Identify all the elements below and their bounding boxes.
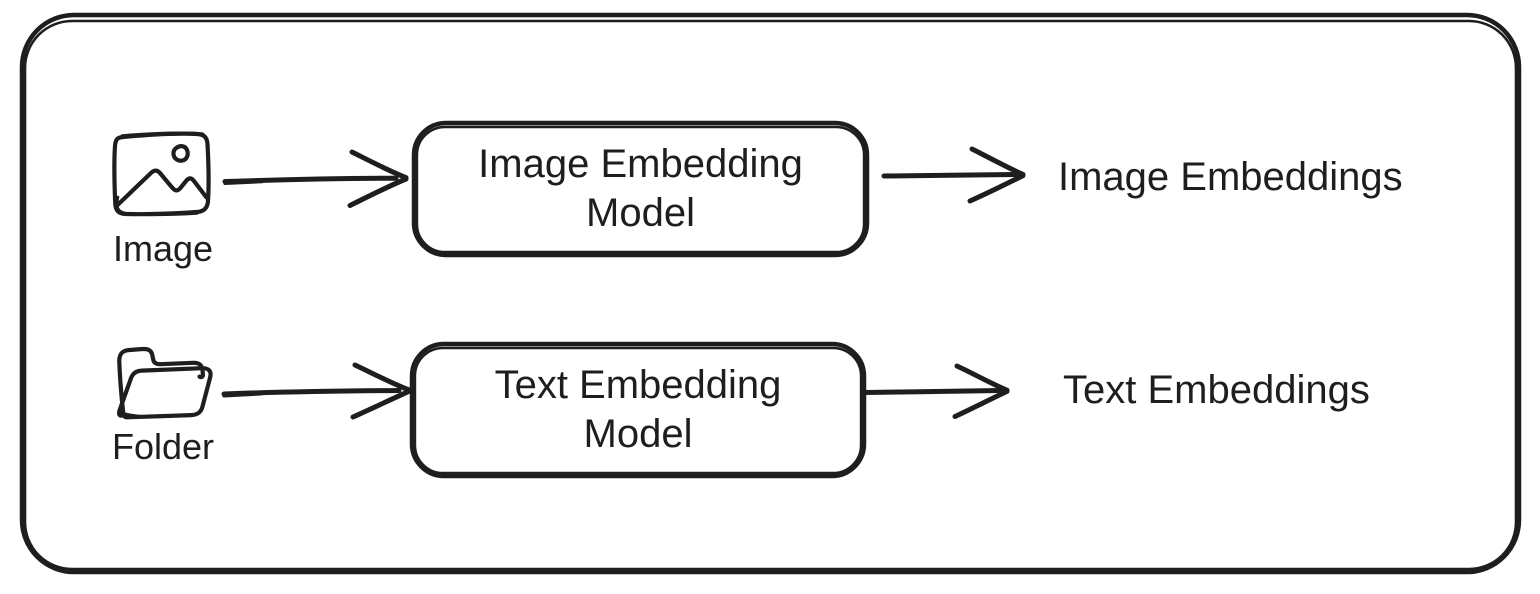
arrow-image-to-model [222, 149, 409, 208]
folder-node-label: Folder [111, 426, 215, 467]
arrow-model-to-image-embeddings [881, 146, 1026, 204]
image-embeddings-output-label: Image Embeddings [1058, 155, 1403, 199]
image-node-label: Image [112, 228, 214, 269]
outer-frame [19, 12, 1522, 575]
image-embedding-model-label: Image Embedding Model [478, 142, 803, 235]
text-embedding-model-box [409, 341, 867, 479]
arrow-model-to-text-embeddings [862, 363, 1010, 419]
text-embedding-model-label: Text Embedding Model [494, 363, 782, 456]
image-embedding-model-box [411, 120, 870, 258]
folder-icon [116, 346, 213, 420]
image-icon [112, 131, 211, 217]
text-embeddings-output-label: Text Embeddings [1063, 368, 1370, 412]
arrow-folder-to-model [221, 362, 412, 420]
